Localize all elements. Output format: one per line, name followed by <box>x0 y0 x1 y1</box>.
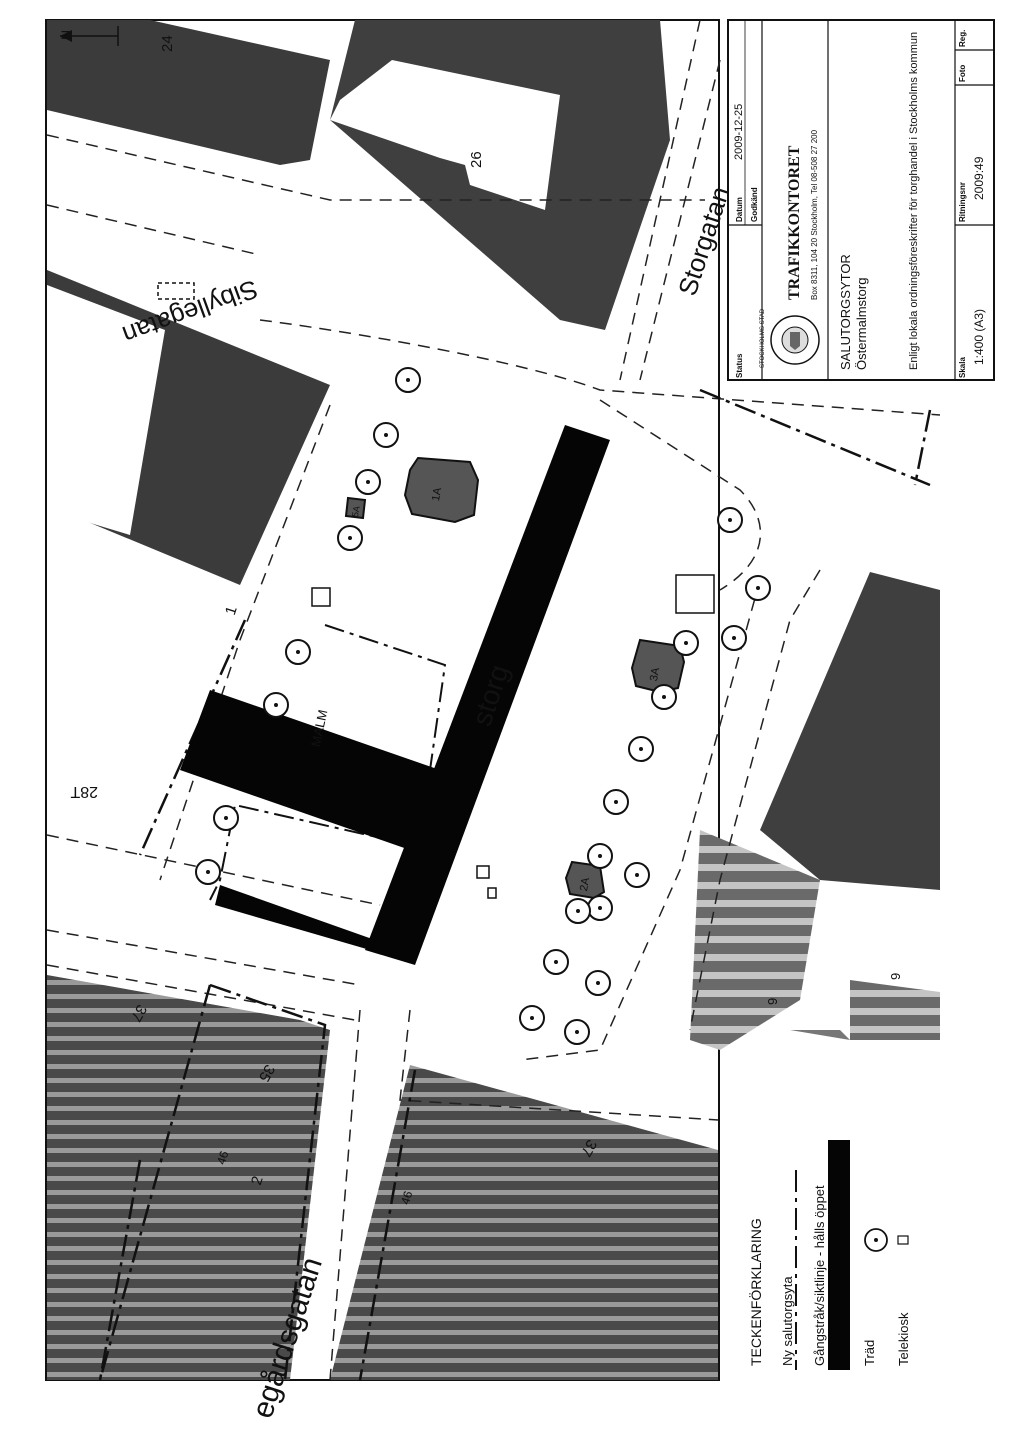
datum-value: 2009-12-25 <box>733 103 745 160</box>
legend-swatch-walkway <box>828 1140 850 1370</box>
skala-value: 1:400 (A3) <box>972 308 986 365</box>
tree-center-dot <box>635 873 639 877</box>
north-arrow <box>60 26 119 46</box>
ritning-label: Ritningsnr <box>958 182 967 222</box>
seal-text: STOCKHOLMS STAD <box>760 308 766 368</box>
tree-center-dot <box>224 816 228 820</box>
kiosk-label-1a: 1A <box>430 486 445 503</box>
tree-center-dot <box>554 960 558 964</box>
tree-center-dot <box>598 906 602 910</box>
legend <box>795 1140 909 1370</box>
legend-item-tree: Träd <box>862 1339 877 1366</box>
kiosk-1a <box>403 456 480 524</box>
street-edges <box>46 19 941 1381</box>
tree-center-dot <box>366 480 370 484</box>
tree-center-dot <box>596 981 600 985</box>
walkway-cross <box>180 690 440 850</box>
tree-center-dot <box>732 636 736 640</box>
telekiosks <box>157 282 715 899</box>
org-address: Box 8311, 104 20 Stockholm, Tel 08-508 2… <box>810 129 819 300</box>
number-28t: 28T <box>70 783 98 800</box>
legend-item-walkway: Gångstråk/siktlinje - hålls öppet <box>812 1185 827 1366</box>
kiosk-label-2a: 2A <box>578 876 593 893</box>
foto-label: Foto <box>958 64 967 82</box>
number-26: 26 <box>468 151 485 168</box>
telekiosk <box>157 282 195 300</box>
walkway-main <box>365 425 610 965</box>
kiosks <box>344 456 686 900</box>
number-9a: 9 <box>888 972 903 980</box>
tree-center-dot <box>296 650 300 654</box>
tree-center-dot <box>406 378 410 382</box>
tree-center-dot <box>206 870 210 874</box>
description: Enligt lokala ordningsföreskrifter för t… <box>908 31 920 370</box>
tree-center-dot <box>756 586 760 590</box>
reg-label: Reg. <box>958 29 967 47</box>
tree-center-dot <box>530 1016 534 1020</box>
tree-center-dot <box>576 909 580 913</box>
tree-center-dot <box>274 703 278 707</box>
number-9b: 9 <box>765 997 780 1005</box>
kiosk-label-5a: 5A <box>350 505 362 518</box>
title-block <box>727 19 995 381</box>
title-line-1: SALUTORGSYTOR <box>838 254 853 370</box>
title-line-2: Östermalmstorg <box>854 277 869 370</box>
kiosk-label-3a: 3A <box>648 666 663 683</box>
status-label: Status <box>735 353 744 378</box>
tree-center-dot <box>728 518 732 522</box>
tree-center-dot <box>614 800 618 804</box>
building-top-left <box>47 20 330 165</box>
legend-title: TECKENFÖRKLARING <box>748 1218 764 1366</box>
trees <box>195 367 771 1045</box>
walkway-lower-left <box>215 885 375 950</box>
org-name: TRAFIKKONTORET <box>786 145 803 300</box>
building-right <box>690 572 940 1050</box>
tree-center-dot <box>384 433 388 437</box>
building-middle-left <box>47 270 330 585</box>
tree-center-dot <box>598 854 602 858</box>
tree-center-dot <box>348 536 352 540</box>
legend-item-telekiosk: Telekiosk <box>896 1312 911 1366</box>
telekiosk <box>311 587 331 607</box>
building-right-lower <box>790 980 940 1040</box>
kiosk-5a <box>344 496 367 520</box>
tree-center-dot <box>684 641 688 645</box>
ritning-value: 2009:49 <box>972 156 986 200</box>
telekiosk <box>476 865 490 879</box>
telekiosk <box>675 574 715 614</box>
tree-center-dot <box>662 695 666 699</box>
building-top-right <box>330 20 670 330</box>
skala-label: Skala <box>958 357 967 378</box>
building-bottom-right <box>330 1065 718 1380</box>
tree-center-dot <box>575 1030 579 1034</box>
legend-item-salutorgsyta: Ny salutorgsyta <box>780 1276 795 1366</box>
godkand-label: Godkänd <box>750 187 759 222</box>
telekiosk <box>487 887 497 899</box>
tree-center-dot <box>639 747 643 751</box>
datum-label: Datum <box>735 197 744 222</box>
north-label: N <box>58 29 74 40</box>
number-24: 24 <box>159 35 176 52</box>
telekiosk-icon <box>897 1235 909 1245</box>
